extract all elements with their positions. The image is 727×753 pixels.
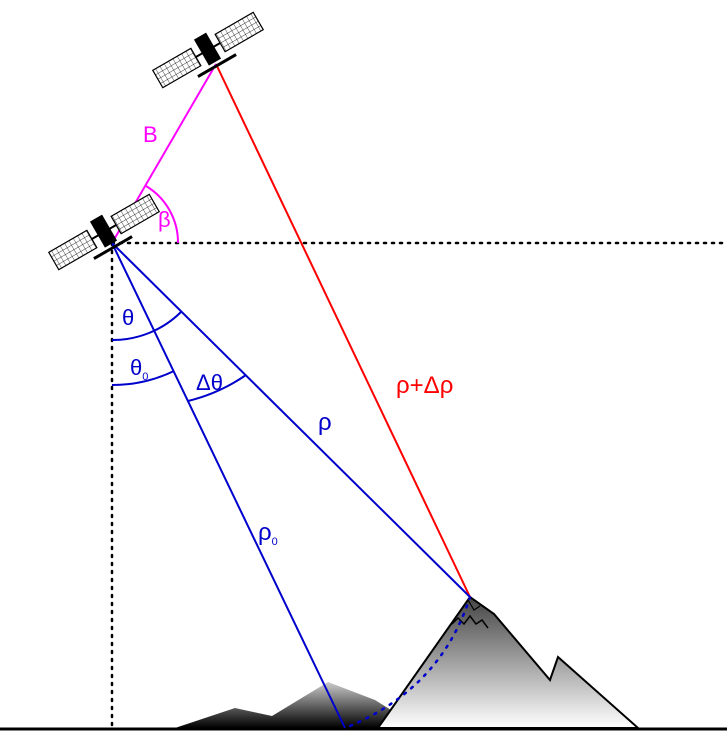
mountain-peak-marks <box>451 614 489 629</box>
baseline-angle-arc <box>145 185 180 244</box>
reference-range-line <box>111 242 346 729</box>
reference-look-angle-label: θ0 <box>130 355 148 383</box>
range-plus-delta-label: ρ+Δρ <box>396 372 453 399</box>
reference-look-angle-subscript: 0 <box>142 371 148 383</box>
range-arc <box>343 595 472 730</box>
delta-look-angle-arc <box>187 374 247 402</box>
look-angle-arc <box>111 311 182 342</box>
background-hill <box>175 682 420 728</box>
mountain <box>376 595 641 729</box>
look-angle-label: θ <box>122 305 134 330</box>
baseline-angle-label: β <box>158 207 171 232</box>
slant-range-label: ρ <box>318 409 332 436</box>
baseline-label: B <box>143 122 158 147</box>
slant-range-line <box>111 242 471 598</box>
reference-range-label: ρ0 <box>258 519 278 548</box>
satellite-icon <box>47 193 161 271</box>
mountain-peak-marks-2 <box>467 599 481 611</box>
satellite-icon <box>151 11 265 89</box>
reference-look-angle-arc <box>111 370 175 387</box>
reference-range-subscript: 0 <box>272 536 278 548</box>
secondary-range-line <box>215 63 471 598</box>
delta-look-angle-label: Δθ <box>196 370 223 395</box>
